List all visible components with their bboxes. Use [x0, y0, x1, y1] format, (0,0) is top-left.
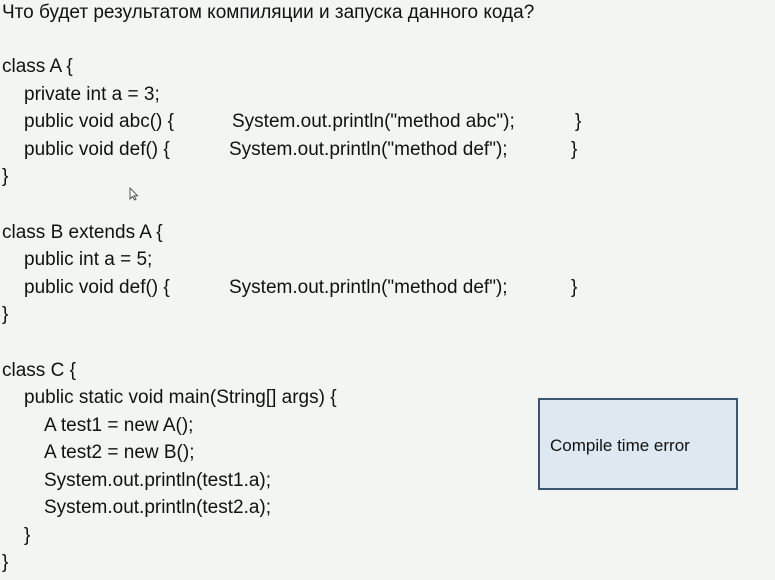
mouse-cursor-icon	[129, 187, 139, 201]
code-line-class-c-main-sig: public static void main(String[] args) {	[24, 387, 337, 408]
question-title: Что будет результатом компиляции и запус…	[2, 2, 535, 23]
code-line-class-c-header: class C {	[2, 360, 76, 381]
code-line-class-c-line1: A test1 = new A();	[44, 415, 194, 436]
code-line-class-c-close: }	[2, 552, 9, 573]
code-line-class-c-line4: System.out.println(test2.a);	[44, 497, 272, 518]
code-line-class-a-field: private int a = 3;	[24, 84, 160, 105]
code-line-class-a-def-body: System.out.println("method def");	[229, 139, 508, 160]
code-line-class-c-main-close: }	[24, 525, 31, 546]
code-line-class-a-abc-sig: public void abc() {	[24, 111, 174, 132]
code-line-class-c-line2: A test2 = new B();	[44, 442, 195, 463]
code-line-class-a-def-close: }	[571, 139, 578, 160]
code-line-class-b-field: public int a = 5;	[24, 249, 153, 270]
answer-text: Compile time error	[550, 436, 690, 455]
code-line-class-a-header: class A {	[2, 56, 73, 77]
code-line-class-a-close: }	[2, 166, 9, 187]
code-line-class-b-def-close: }	[571, 277, 578, 298]
answer-box: Compile time error	[538, 398, 738, 490]
code-line-class-a-abc-body: System.out.println("method abc");	[232, 111, 515, 132]
code-line-class-b-close: }	[2, 304, 9, 325]
code-line-class-a-def-sig: public void def() {	[24, 139, 170, 160]
code-line-class-a-abc-close: }	[575, 111, 582, 132]
code-line-class-b-def-body: System.out.println("method def");	[229, 277, 508, 298]
code-line-class-b-header: class B extends A {	[2, 222, 163, 243]
code-line-class-c-line3: System.out.println(test1.a);	[44, 470, 272, 491]
code-line-class-b-def-sig: public void def() {	[24, 277, 170, 298]
